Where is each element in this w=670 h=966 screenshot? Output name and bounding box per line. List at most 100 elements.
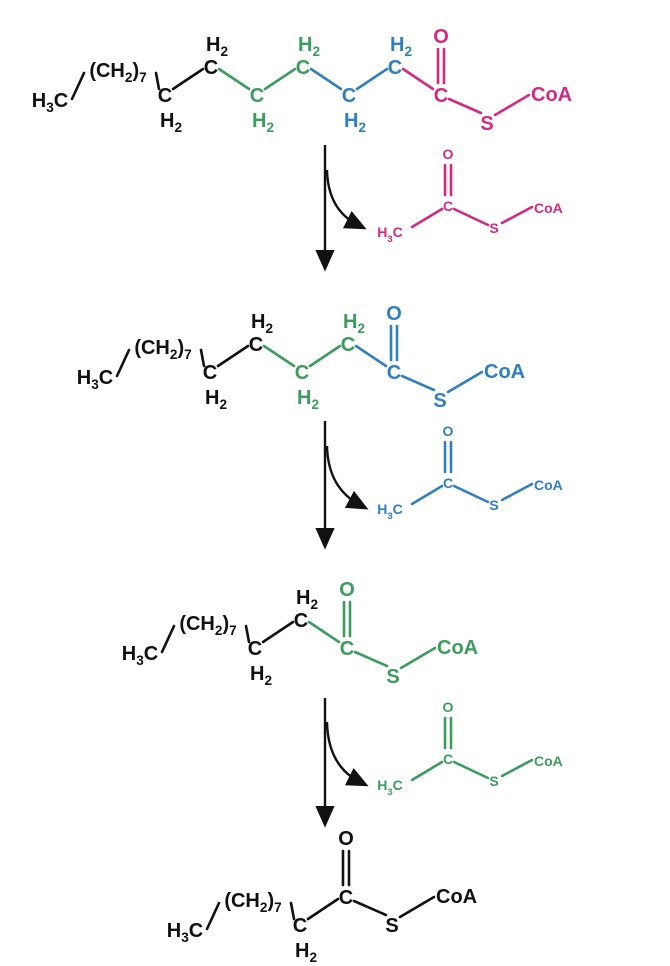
h2-label: H2 <box>295 940 317 965</box>
coa-label: CoA <box>484 361 525 383</box>
bond-cs <box>452 207 490 227</box>
h2-label-part: 2 <box>220 44 228 59</box>
ch2-n-label-part: (CH <box>89 60 125 82</box>
bond-scoa <box>493 93 531 117</box>
carbon-label: C <box>296 57 310 79</box>
h2-label: H2 <box>252 110 274 135</box>
ch2-n-label: (CH2)7 <box>134 337 191 362</box>
carbon-label: C <box>250 85 264 107</box>
h3c-label-part: C <box>144 643 158 665</box>
bond-backbone <box>171 67 205 91</box>
h2-label-part: H <box>295 940 309 962</box>
bond-tail <box>289 901 296 921</box>
h2-label-part: 2 <box>309 950 317 965</box>
h3c-label-part: 3 <box>91 377 99 392</box>
bond-cc <box>410 207 444 229</box>
bond-tail <box>154 71 161 91</box>
ch2-n-label: (CH2)7 <box>179 613 236 638</box>
carbonyl-carbon: C <box>387 362 401 384</box>
bond-backbone <box>307 620 341 644</box>
ch2-n-label-part: ) <box>222 613 229 635</box>
h3c-label-part: H <box>377 224 387 240</box>
carbonyl-oxygen: O <box>443 699 454 715</box>
ch2-n-label-part: ) <box>177 337 184 359</box>
sulfur-label: S <box>480 113 493 135</box>
h2-label-part: 2 <box>312 44 320 59</box>
reaction-arrow-1 <box>315 145 367 272</box>
h3c-label-part: C <box>54 90 68 112</box>
ch2-n-label-part: 2 <box>215 623 223 638</box>
h3c-label-part: C <box>189 920 203 942</box>
bond-backbone <box>401 67 435 91</box>
h3c-label-part: C <box>393 777 403 793</box>
carbon-label: C <box>341 334 355 356</box>
carbonyl-carbon: C <box>339 887 353 909</box>
bond-backbone <box>262 344 296 368</box>
bond-backbone <box>354 344 388 368</box>
coa-label: CoA <box>531 84 572 106</box>
h2-label-part: H <box>251 311 265 333</box>
carbonyl-oxygen: O <box>386 303 402 325</box>
bond-cc <box>410 760 444 782</box>
bond-cs <box>352 899 388 917</box>
carbon-label: C <box>295 362 309 384</box>
carbon-label: C <box>388 57 402 79</box>
h2-label: H2 <box>206 34 228 59</box>
bond-cs <box>452 760 490 780</box>
carbon-label: C <box>342 85 356 107</box>
bond-scoa <box>500 205 534 225</box>
coa-label: CoA <box>534 200 563 216</box>
carbonyl-oxygen: O <box>433 26 449 48</box>
carbonyl-oxygen: O <box>443 146 454 162</box>
ch2-n-label-part: (CH <box>179 613 215 635</box>
h2-label: H2 <box>390 34 412 59</box>
ch2-n-label-part: 2 <box>170 347 178 362</box>
ch2-n-label-part: 2 <box>125 70 133 85</box>
h2-label: H2 <box>160 110 182 135</box>
bond-tail <box>115 348 131 378</box>
bond-tail <box>70 71 86 101</box>
bond-scoa <box>500 482 534 502</box>
h2-label-part: 2 <box>404 44 412 59</box>
h2-label-part: 2 <box>266 120 274 135</box>
sulfur-label: S <box>489 220 498 236</box>
h2-label-part: H <box>390 34 404 56</box>
reaction-arrow-3 <box>315 698 369 828</box>
h3c-label-part: C <box>99 367 113 389</box>
h2-label-part: 2 <box>264 673 272 688</box>
h3c-label-part: 3 <box>387 511 392 522</box>
carbonyl-carbon: C <box>443 751 453 767</box>
h3c-label-part: 3 <box>387 787 392 798</box>
h2-label-part: H <box>205 387 219 409</box>
bond-backbone <box>309 67 343 91</box>
h2-label: H2 <box>297 387 319 412</box>
h3c-label-part: H <box>77 367 91 389</box>
ch2-n-label-part: 7 <box>184 347 192 362</box>
h2-label-part: 2 <box>357 321 365 336</box>
ch2-n-label-part: (CH <box>134 337 170 359</box>
bond-backbone <box>306 897 340 921</box>
h3c-label-part: 3 <box>181 930 189 945</box>
ch2-n-label-part: ) <box>267 890 274 912</box>
carbon-label: C <box>204 57 218 79</box>
bond-backbone <box>355 67 389 91</box>
h3c-label: H3C <box>32 90 68 115</box>
h3c-label: H3C <box>167 920 203 945</box>
ch2-n-label: (CH2)7 <box>89 60 146 85</box>
bond-scoa <box>398 895 436 919</box>
carbonyl-oxygen: O <box>443 423 454 439</box>
carbonyl-carbon: C <box>443 198 453 214</box>
coa-label: CoA <box>437 637 478 659</box>
bond-cs <box>452 484 490 504</box>
h3c-label-part: C <box>393 224 403 240</box>
bond-scoa <box>500 758 534 778</box>
h2-label-part: H <box>298 34 312 56</box>
bond-cs <box>400 374 436 392</box>
h3c-label-part: 3 <box>136 653 144 668</box>
carbon-label: C <box>158 85 172 107</box>
